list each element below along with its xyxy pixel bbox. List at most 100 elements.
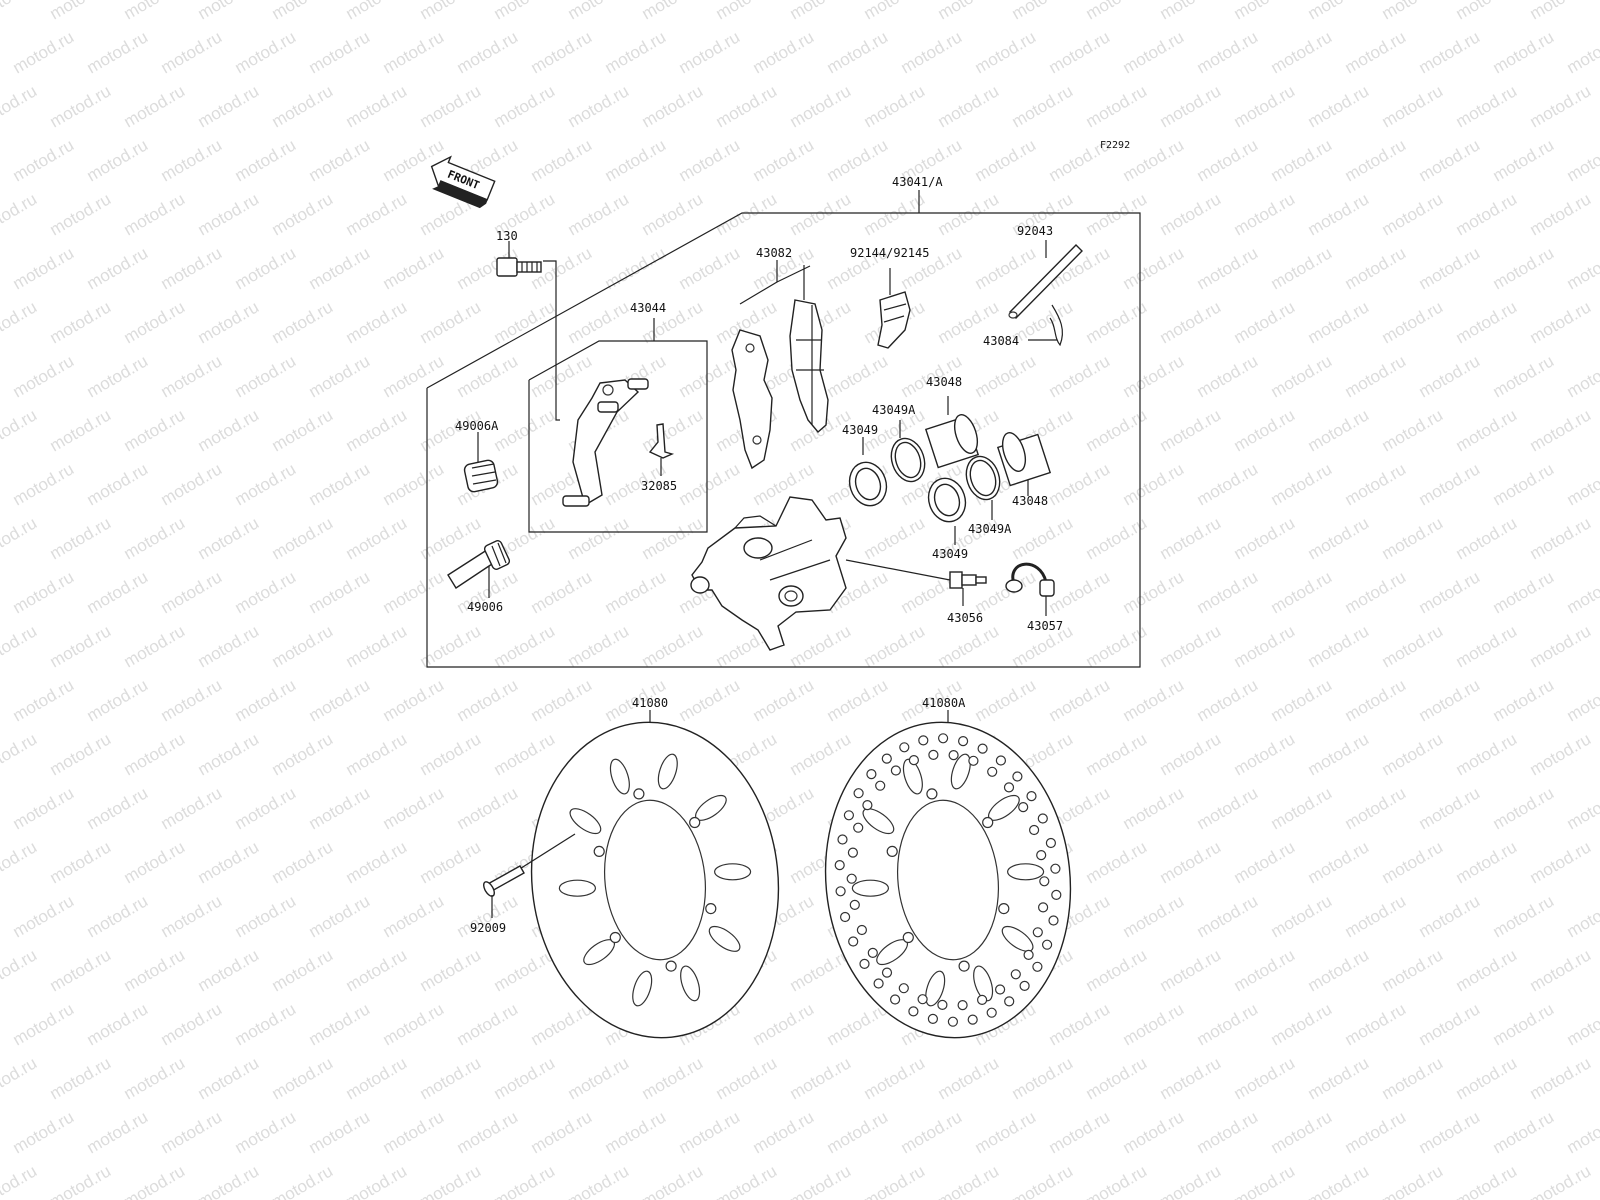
watermark-text: motod.ru <box>121 189 189 239</box>
watermark-text: motod.ru <box>1120 675 1188 725</box>
caliper-body-43041 <box>690 496 951 651</box>
watermark-text: motod.ru <box>1453 945 1521 995</box>
watermark-text: motod.ru <box>306 999 374 1049</box>
watermark-text: motod.ru <box>84 999 152 1049</box>
watermark-text: motod.ru <box>1194 999 1262 1049</box>
watermark-text: motod.ru <box>1194 675 1262 725</box>
disc-slot <box>925 970 946 1007</box>
watermark-text: motod.ru <box>1379 189 1447 239</box>
disc-drill-hole <box>889 994 901 1005</box>
watermark-text: motod.ru <box>972 567 1040 617</box>
watermark-text: motod.ru <box>380 243 448 293</box>
disc-slot <box>862 808 895 835</box>
watermark-text: motod.ru <box>121 513 189 563</box>
watermark-text: motod.ru <box>1453 297 1521 347</box>
watermark-text: motod.ru <box>10 1107 78 1157</box>
watermark-text: motod.ru <box>343 0 411 23</box>
disc-slot <box>1001 925 1034 952</box>
watermark-text: motod.ru <box>417 1053 485 1103</box>
watermark-text: motod.ru <box>121 0 189 23</box>
watermark-text: motod.ru <box>158 27 226 77</box>
watermark-text: motod.ru <box>1490 567 1558 617</box>
watermark-text: motod.ru <box>0 1107 3 1157</box>
watermark-text: motod.ru <box>1120 27 1188 77</box>
disc-drill-hole <box>1012 771 1023 782</box>
label-43082: 43082 <box>756 246 792 260</box>
disc-drill-hole <box>1037 902 1049 913</box>
watermark-text: motod.ru <box>158 675 226 725</box>
disc-drill-hole <box>843 810 855 821</box>
disc-screw-92009 <box>483 833 576 918</box>
watermark-text: motod.ru <box>1231 1161 1299 1200</box>
disc-drill-hole <box>1048 915 1059 926</box>
watermark-text: motod.ru <box>935 621 1003 671</box>
disc-drill-hole <box>1003 782 1015 793</box>
watermark-text: motod.ru <box>676 459 744 509</box>
watermark-text: motod.ru <box>824 675 892 725</box>
watermark-text: motod.ru <box>528 999 596 1049</box>
watermark-text: motod.ru <box>269 513 337 563</box>
watermark-text: motod.ru <box>1083 1053 1151 1103</box>
watermark-text: motod.ru <box>10 783 78 833</box>
watermark-text: motod.ru <box>0 297 40 347</box>
watermark-text: motod.ru <box>1527 621 1595 671</box>
watermark-text: motod.ru <box>1194 459 1262 509</box>
watermark-text: motod.ru <box>1453 189 1521 239</box>
watermark-text: motod.ru <box>972 351 1040 401</box>
watermark-text: motod.ru <box>1416 675 1484 725</box>
disc-drill-hole <box>1036 849 1047 861</box>
watermark-text: motod.ru <box>565 81 633 131</box>
watermark-text: motod.ru <box>10 675 78 725</box>
watermark-text: motod.ru <box>1453 513 1521 563</box>
disc-slot <box>950 753 971 790</box>
watermark-text: motod.ru <box>861 1053 929 1103</box>
disc-bolt-hole <box>958 960 970 972</box>
watermark-text: motod.ru <box>10 351 78 401</box>
watermark-text: motod.ru <box>0 675 3 725</box>
label-49006: 49006 <box>467 600 503 614</box>
watermark-text: motod.ru <box>195 729 263 779</box>
watermark-text: motod.ru <box>565 513 633 563</box>
watermark-text: motod.ru <box>1564 135 1600 185</box>
watermark-text: motod.ru <box>1527 81 1595 131</box>
watermark-text: motod.ru <box>972 1107 1040 1157</box>
watermark-text: motod.ru <box>1120 1107 1188 1157</box>
watermark-text: motod.ru <box>1416 135 1484 185</box>
seal-43049-b <box>927 477 967 545</box>
watermark-text: motod.ru <box>491 729 559 779</box>
watermark-text: motod.ru <box>343 297 411 347</box>
watermark-text: motod.ru <box>0 81 40 131</box>
watermark-text: motod.ru <box>824 1107 892 1157</box>
label-43049A-a: 43049A <box>872 403 916 417</box>
watermark-text: motod.ru <box>232 27 300 77</box>
watermark-text: motod.ru <box>195 945 263 995</box>
watermark-text: motod.ru <box>1009 513 1077 563</box>
watermark-text: motod.ru <box>1490 891 1558 941</box>
watermark-text: motod.ru <box>1009 1161 1077 1200</box>
watermark-text: motod.ru <box>10 243 78 293</box>
watermark-text: motod.ru <box>84 351 152 401</box>
watermark-text: motod.ru <box>787 729 855 779</box>
watermark-text: motod.ru <box>0 837 40 887</box>
watermark-text: motod.ru <box>306 1107 374 1157</box>
disc-drill-hole <box>839 911 851 923</box>
watermark-text: motod.ru <box>1379 837 1447 887</box>
watermark-text: motod.ru <box>1046 351 1114 401</box>
disc-drill-hole <box>928 749 939 761</box>
watermark-text: motod.ru <box>528 27 596 77</box>
watermark-text: motod.ru <box>1268 1107 1336 1157</box>
watermark-text: motod.ru <box>232 459 300 509</box>
watermark-text: motod.ru <box>1268 891 1336 941</box>
watermark-text: motod.ru <box>1379 621 1447 671</box>
watermark-text: motod.ru <box>1564 891 1600 941</box>
watermark-text: motod.ru <box>84 675 152 725</box>
watermark-text: motod.ru <box>1416 243 1484 293</box>
watermark-text: motod.ru <box>1342 135 1410 185</box>
disc-drill-hole <box>853 788 864 799</box>
watermark-text: motod.ru <box>898 1107 966 1157</box>
watermark-text: motod.ru <box>195 1161 263 1200</box>
watermark-text: motod.ru <box>1564 999 1600 1049</box>
watermark-text: motod.ru <box>1305 945 1373 995</box>
disc-drill-hole <box>849 899 860 911</box>
watermark-text: motod.ru <box>1157 1053 1225 1103</box>
